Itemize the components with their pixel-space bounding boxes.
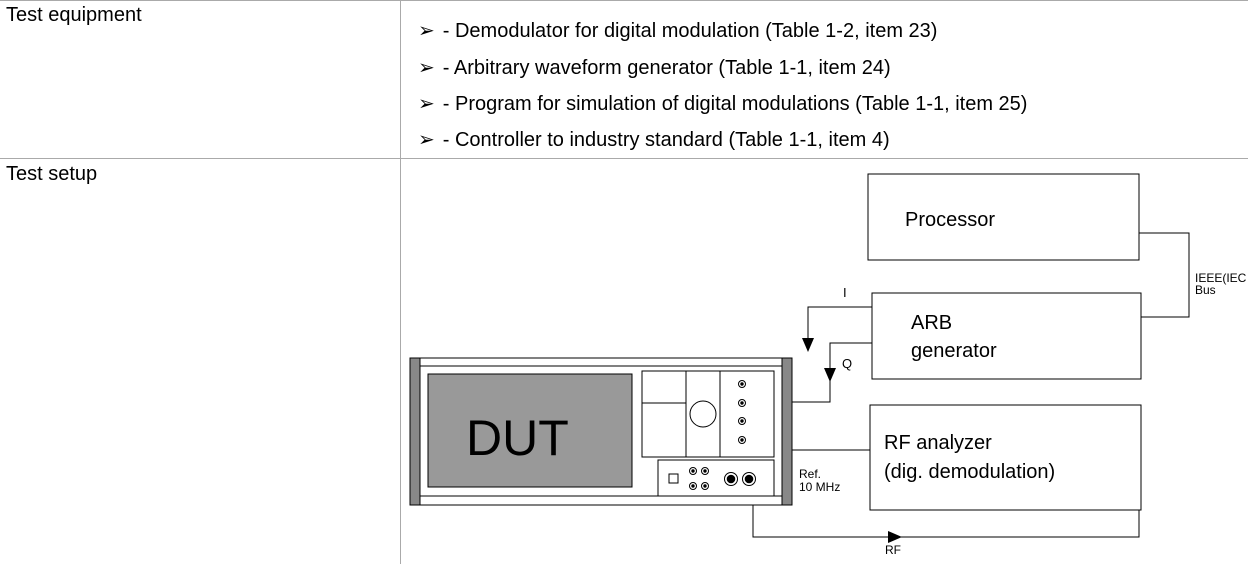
table-column-divider [400, 0, 401, 564]
processor-label: Processor [905, 209, 995, 231]
table-border-top [0, 0, 1248, 1]
bullet-arrow-icon: ➢ [418, 93, 435, 115]
equipment-item: ➢ - Arbitrary waveform generator (Table 1… [418, 56, 891, 80]
ref-label-line2: 10 MHz [799, 480, 840, 494]
rf-output-line [752, 505, 1140, 538]
equipment-item-text: - Program for simulation of digital modu… [442, 93, 1028, 115]
dut-label: DUT [466, 410, 569, 466]
bullet-arrow-icon: ➢ [418, 57, 435, 79]
bus-label-line2: Bus [1195, 283, 1216, 297]
i-signal-line [807, 306, 872, 344]
dut-instrument: DUT [409, 357, 793, 506]
equipment-item-text: - Arbitrary waveform generator (Table 1-… [442, 57, 891, 79]
test-setup-label: Test setup [6, 163, 98, 185]
equipment-item-text: - Demodulator for digital modulation (Ta… [442, 20, 938, 42]
power-switch-icon [668, 473, 679, 484]
rotary-knob-icon [689, 400, 717, 428]
table-row-divider [0, 158, 1248, 159]
ref-label-line1: Ref. [799, 467, 821, 481]
large-connectors-icon [724, 472, 756, 486]
rf-label: RF [885, 543, 901, 557]
dut-screen [427, 373, 633, 488]
arb-generator-box [871, 292, 1142, 380]
i-label: I [843, 285, 847, 300]
arb-label-line1: ARB [911, 312, 952, 334]
rf-analyzer-box [869, 404, 1142, 511]
equipment-item-text: - Controller to industry standard (Table… [442, 129, 890, 151]
equipment-item: ➢ - Program for simulation of digital mod… [418, 92, 1027, 116]
equipment-item: ➢ - Controller to industry standard (Tabl… [418, 128, 890, 152]
test-equipment-label: Test equipment [6, 4, 142, 26]
bus-label-line1: IEEE(IEC [1195, 271, 1247, 285]
bus-line [1139, 232, 1190, 318]
rf-analyzer-label-line2: (dig. demodulation) [884, 461, 1055, 483]
q-arrow-icon [824, 368, 836, 382]
processor-box [867, 173, 1140, 261]
bullet-arrow-icon: ➢ [418, 20, 435, 42]
equipment-item: ➢ - Demodulator for digital modulation (T… [418, 19, 937, 43]
arb-label-line2: generator [911, 340, 997, 362]
rf-arrow-icon [888, 531, 902, 543]
bullet-arrow-icon: ➢ [418, 129, 435, 151]
rf-analyzer-label-line1: RF analyzer [884, 432, 992, 454]
connector-column-icon [738, 380, 746, 444]
i-arrow-icon [802, 338, 814, 352]
q-label: Q [842, 356, 852, 371]
small-connectors-icon [689, 467, 709, 490]
